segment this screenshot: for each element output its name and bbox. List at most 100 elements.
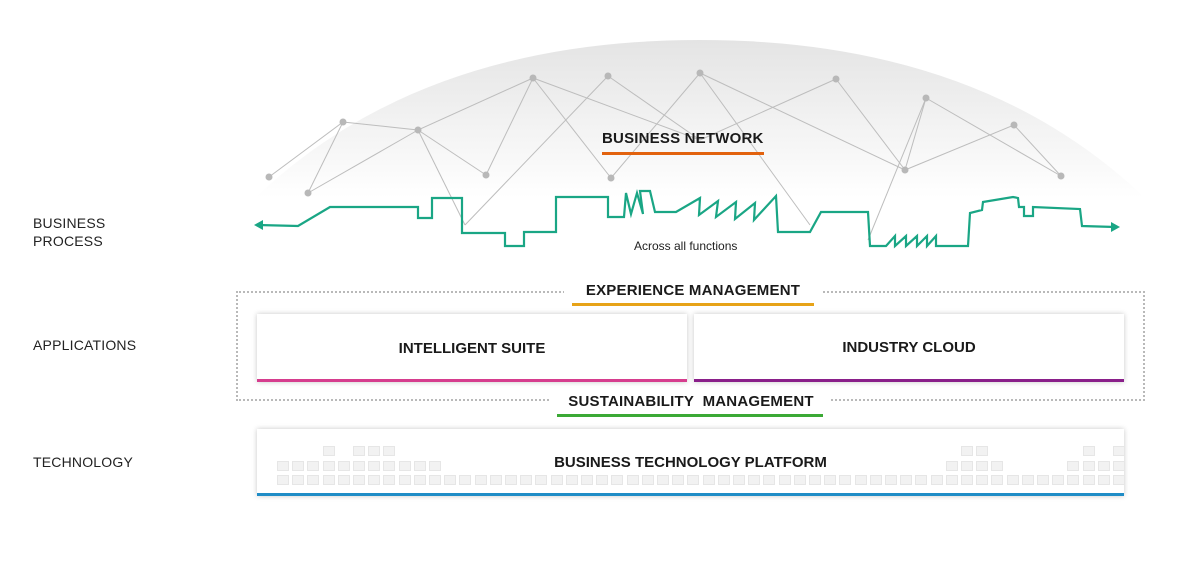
platform-block — [687, 475, 700, 485]
sustainability-management-underline — [557, 414, 823, 417]
platform-block — [353, 461, 365, 471]
experience-management-label: EXPERIENCE MANAGEMENT — [585, 282, 801, 299]
platform-block — [322, 475, 335, 485]
platform-block — [839, 475, 852, 485]
platform-block — [429, 475, 441, 485]
platform-block — [1113, 461, 1125, 471]
process-arrow-left-icon — [254, 220, 263, 230]
platform-block — [657, 475, 669, 485]
platform-block — [353, 446, 365, 456]
platform-block — [885, 475, 897, 485]
network-nodes — [265, 69, 1065, 197]
platform-block — [535, 475, 548, 485]
platform-block — [550, 475, 563, 485]
platform-block — [778, 475, 791, 485]
platform-block — [459, 475, 472, 485]
industry-cloud-underline — [694, 379, 1124, 382]
platform-block — [368, 461, 381, 471]
platform-block — [505, 475, 517, 485]
business-process-label-line2: PROCESS — [33, 233, 103, 249]
platform-block — [869, 475, 882, 485]
platform-block — [733, 475, 745, 485]
platform-block — [1067, 461, 1080, 471]
platform-block — [474, 475, 487, 485]
applications-label: APPLICATIONS — [33, 337, 137, 353]
sustainability-management-title: SUSTAINABILITY MANAGEMENT — [551, 393, 831, 417]
process-arrow-right-icon — [1111, 222, 1120, 232]
sustainability-management-label: SUSTAINABILITY MANAGEMENT — [568, 393, 814, 410]
platform-block — [991, 475, 1004, 485]
platform-block — [717, 475, 730, 485]
business-network-title: BUSINESS NETWORK — [596, 130, 770, 155]
business-network-dome — [255, 40, 1145, 241]
intelligent-suite-label: INTELLIGENT SUITE — [398, 340, 546, 357]
platform-block — [1097, 475, 1110, 485]
business-network-label: BUSINESS NETWORK — [602, 130, 764, 147]
platform-block — [930, 475, 943, 485]
platform-block — [292, 475, 305, 485]
platform-block — [292, 461, 305, 471]
platform-block — [763, 475, 776, 485]
platform-block — [322, 446, 335, 456]
industry-cloud-card: INDUSTRY CLOUD — [694, 314, 1124, 382]
business-process-label-line1: BUSINESS — [33, 215, 106, 231]
network-dome-shape — [255, 40, 1145, 198]
platform-block — [489, 475, 502, 485]
platform-block — [1037, 475, 1049, 485]
platform-block — [383, 461, 396, 471]
platform-block — [1052, 475, 1065, 485]
industry-cloud-label: INDUSTRY CLOUD — [842, 339, 976, 356]
platform-block — [322, 461, 335, 471]
platform-block — [429, 461, 441, 471]
platform-block — [444, 475, 457, 485]
business-network-underline — [602, 152, 764, 155]
platform-block — [413, 475, 426, 485]
platform-block — [809, 475, 821, 485]
platform-block — [337, 475, 350, 485]
platform-block — [398, 461, 411, 471]
platform-block — [945, 475, 958, 485]
platform-block — [337, 461, 350, 471]
platform-block — [900, 475, 913, 485]
network-links — [268, 72, 1062, 241]
platform-block — [353, 475, 365, 485]
platform-block — [1082, 475, 1095, 485]
process-caption: Across all functions — [634, 239, 738, 253]
platform-block — [398, 475, 411, 485]
experience-management-title: EXPERIENCE MANAGEMENT — [564, 282, 822, 306]
platform-block — [383, 475, 396, 485]
platform-block — [961, 475, 973, 485]
platform-block — [915, 475, 928, 485]
platform-block — [581, 475, 593, 485]
platform-block — [961, 446, 973, 456]
platform-block — [626, 475, 639, 485]
platform-block — [368, 446, 381, 456]
platform-block — [277, 475, 289, 485]
platform-block — [307, 475, 320, 485]
platform-block — [991, 461, 1004, 471]
platform-block — [307, 461, 320, 471]
platform-block — [1113, 446, 1125, 456]
platform-block — [976, 461, 989, 471]
platform-block — [611, 475, 624, 485]
platform-block — [672, 475, 685, 485]
experience-management-underline — [572, 303, 814, 306]
platform-block — [1021, 475, 1034, 485]
platform-block — [383, 446, 396, 456]
technology-label: TECHNOLOGY — [33, 454, 134, 470]
platform-block — [1006, 475, 1019, 485]
business-process-line — [254, 188, 1120, 249]
platform-block — [976, 475, 989, 485]
platform-block — [277, 461, 289, 471]
business-technology-platform-underline — [257, 493, 1124, 496]
platform-block — [368, 475, 381, 485]
business-process-label: BUSINESS PROCESS — [33, 214, 105, 250]
platform-block — [793, 475, 806, 485]
platform-block — [1067, 475, 1080, 485]
platform-block — [641, 475, 654, 485]
platform-block — [1082, 461, 1095, 471]
intelligent-suite-underline — [257, 379, 687, 382]
platform-block-pattern — [257, 429, 1125, 496]
business-technology-platform-card: BUSINESS TECHNOLOGY PLATFORM — [257, 429, 1125, 496]
platform-block — [945, 461, 958, 471]
